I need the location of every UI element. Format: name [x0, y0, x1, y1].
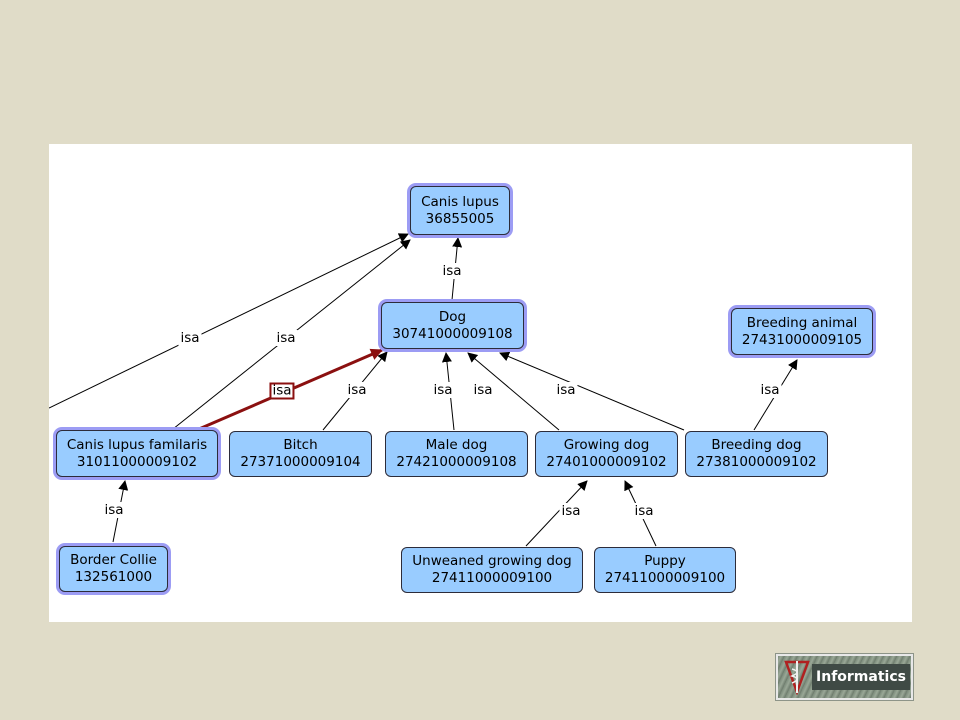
concept-node-canis-lupus-familaris[interactable]: Canis lupus familaris 31011000009102 — [56, 430, 218, 477]
edge-offscreen-to-canis-lupus[interactable] — [49, 233, 409, 409]
concept-name: Growing dog — [563, 437, 650, 453]
concept-code: 31011000009102 — [76, 453, 198, 470]
concept-name: Puppy — [644, 553, 686, 569]
isa-label: isa — [178, 330, 202, 346]
concept-code: 27401000009102 — [546, 454, 667, 470]
informatics-logo: Informatics — [776, 654, 913, 700]
concept-node-dog[interactable]: Dog 30741000009108 — [381, 302, 524, 349]
concept-node-breeding-dog[interactable]: Breeding dog 27381000009102 — [685, 431, 828, 477]
concept-code: 27421000009108 — [396, 454, 517, 470]
concept-code: 30741000009108 — [392, 325, 513, 342]
logo-text: Informatics — [812, 664, 910, 690]
concept-node-border-collie[interactable]: Border Collie 132561000 — [59, 546, 168, 592]
concept-code: 27411000009100 — [431, 570, 553, 586]
isa-label: isa — [274, 330, 298, 346]
concept-node-male-dog[interactable]: Male dog 27421000009108 — [385, 431, 528, 477]
concept-name: Breeding dog — [711, 437, 802, 453]
isa-label: isa — [758, 382, 782, 398]
concept-code: 27381000009102 — [696, 454, 817, 470]
isa-label: isa — [471, 382, 495, 398]
concept-node-canis-lupus[interactable]: Canis lupus 36855005 — [410, 186, 510, 235]
isa-label: isa — [440, 263, 464, 279]
concept-node-unweaned-growing-dog[interactable]: Unweaned growing dog 27411000009100 — [401, 547, 583, 593]
edge-breeding-dog-to-dog[interactable] — [499, 351, 685, 431]
concept-node-bitch[interactable]: Bitch 27371000009104 — [229, 431, 372, 477]
concept-diagram-canvas: isa isa isa isa isa isa isa isa isa isa … — [49, 144, 912, 622]
concept-node-puppy[interactable]: Puppy 27411000009100 — [594, 547, 736, 593]
edge-unweaned-growing-dog-to-growing-dog[interactable] — [525, 480, 588, 547]
concept-name: Border Collie — [70, 552, 157, 568]
concept-node-growing-dog[interactable]: Growing dog 27401000009102 — [535, 431, 678, 477]
concept-name: Bitch — [283, 437, 318, 453]
isa-label: isa — [102, 502, 126, 518]
concept-name: Dog — [438, 308, 467, 325]
isa-label: isa — [345, 382, 369, 398]
concept-name: Breeding animal — [746, 314, 858, 331]
concept-node-breeding-animal[interactable]: Breeding animal 27431000009105 — [731, 308, 873, 355]
concept-code: 132561000 — [74, 569, 153, 585]
concept-name: Canis lupus — [421, 193, 499, 210]
concept-code: 27431000009105 — [741, 331, 863, 348]
edge-growing-dog-to-dog[interactable] — [467, 352, 560, 431]
caduceus-logo-icon — [784, 660, 810, 695]
isa-label: isa — [559, 503, 583, 519]
isa-label: isa — [554, 382, 578, 398]
isa-label: isa — [632, 503, 656, 519]
concept-name: Male dog — [425, 437, 488, 453]
concept-name: Unweaned growing dog — [412, 553, 572, 569]
concept-code: 36855005 — [425, 210, 495, 227]
concept-name: Canis lupus familaris — [66, 436, 208, 453]
isa-label-selected[interactable]: isa — [269, 382, 295, 400]
isa-label: isa — [431, 382, 455, 398]
concept-code: 27411000009100 — [604, 570, 726, 586]
concept-code: 27371000009104 — [240, 454, 361, 470]
